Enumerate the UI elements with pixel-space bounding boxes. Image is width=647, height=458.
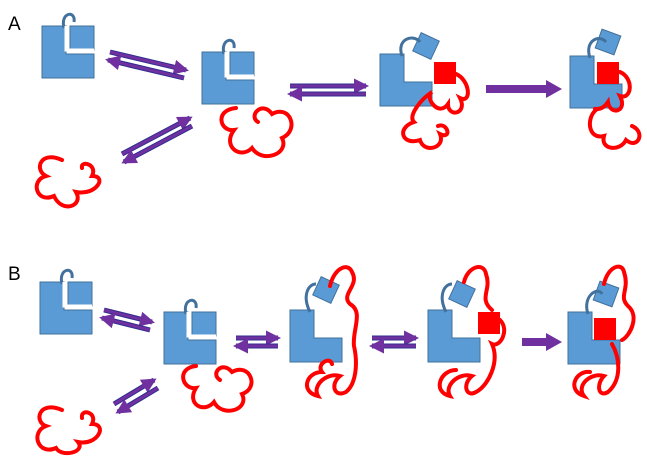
equilibrium-arrow-icon: [369, 330, 419, 354]
folded-domain-icon: [434, 62, 456, 84]
equilibrium-arrow-icon: [233, 330, 281, 354]
unfolded-chain-icon: [305, 265, 359, 399]
protein-complex-icon: [427, 280, 481, 363]
unfolded-chain-icon: [401, 72, 470, 150]
protein-complex-icon: [163, 298, 217, 365]
unfolded-chain-icon: [34, 155, 102, 209]
folded-domain-icon: [478, 312, 500, 334]
protein-complex-icon: [201, 38, 255, 105]
equilibrium-arrow-icon: [112, 377, 160, 415]
protein-complex-icon: [567, 280, 621, 365]
panel-label-b: B: [8, 264, 21, 285]
protein-complex-icon: [41, 12, 95, 79]
equilibrium-arrow-icon: [99, 307, 155, 333]
unfolded-chain-icon: [35, 405, 102, 456]
irreversible-arrow-icon: [522, 333, 562, 351]
unfolded-chain-icon: [437, 265, 507, 399]
folded-domain-icon: [594, 318, 616, 340]
protein-complex-icon: [379, 32, 440, 107]
protein-complex-icon: [289, 276, 343, 363]
equilibrium-arrow-icon: [287, 78, 369, 102]
unfolded-chain-icon: [181, 364, 254, 413]
folded-domain-icon: [597, 62, 619, 84]
unfolded-chain-icon: [587, 70, 642, 150]
equilibrium-arrow-icon: [105, 49, 189, 81]
unfolded-chain-icon: [219, 106, 294, 159]
unfolded-chain-icon: [572, 264, 636, 401]
protein-complex-icon: [39, 268, 93, 335]
panel-label-a: A: [8, 14, 21, 35]
irreversible-arrow-icon: [486, 80, 562, 98]
protein-complex-icon: [569, 28, 623, 109]
equilibrium-arrow-icon: [120, 115, 194, 165]
